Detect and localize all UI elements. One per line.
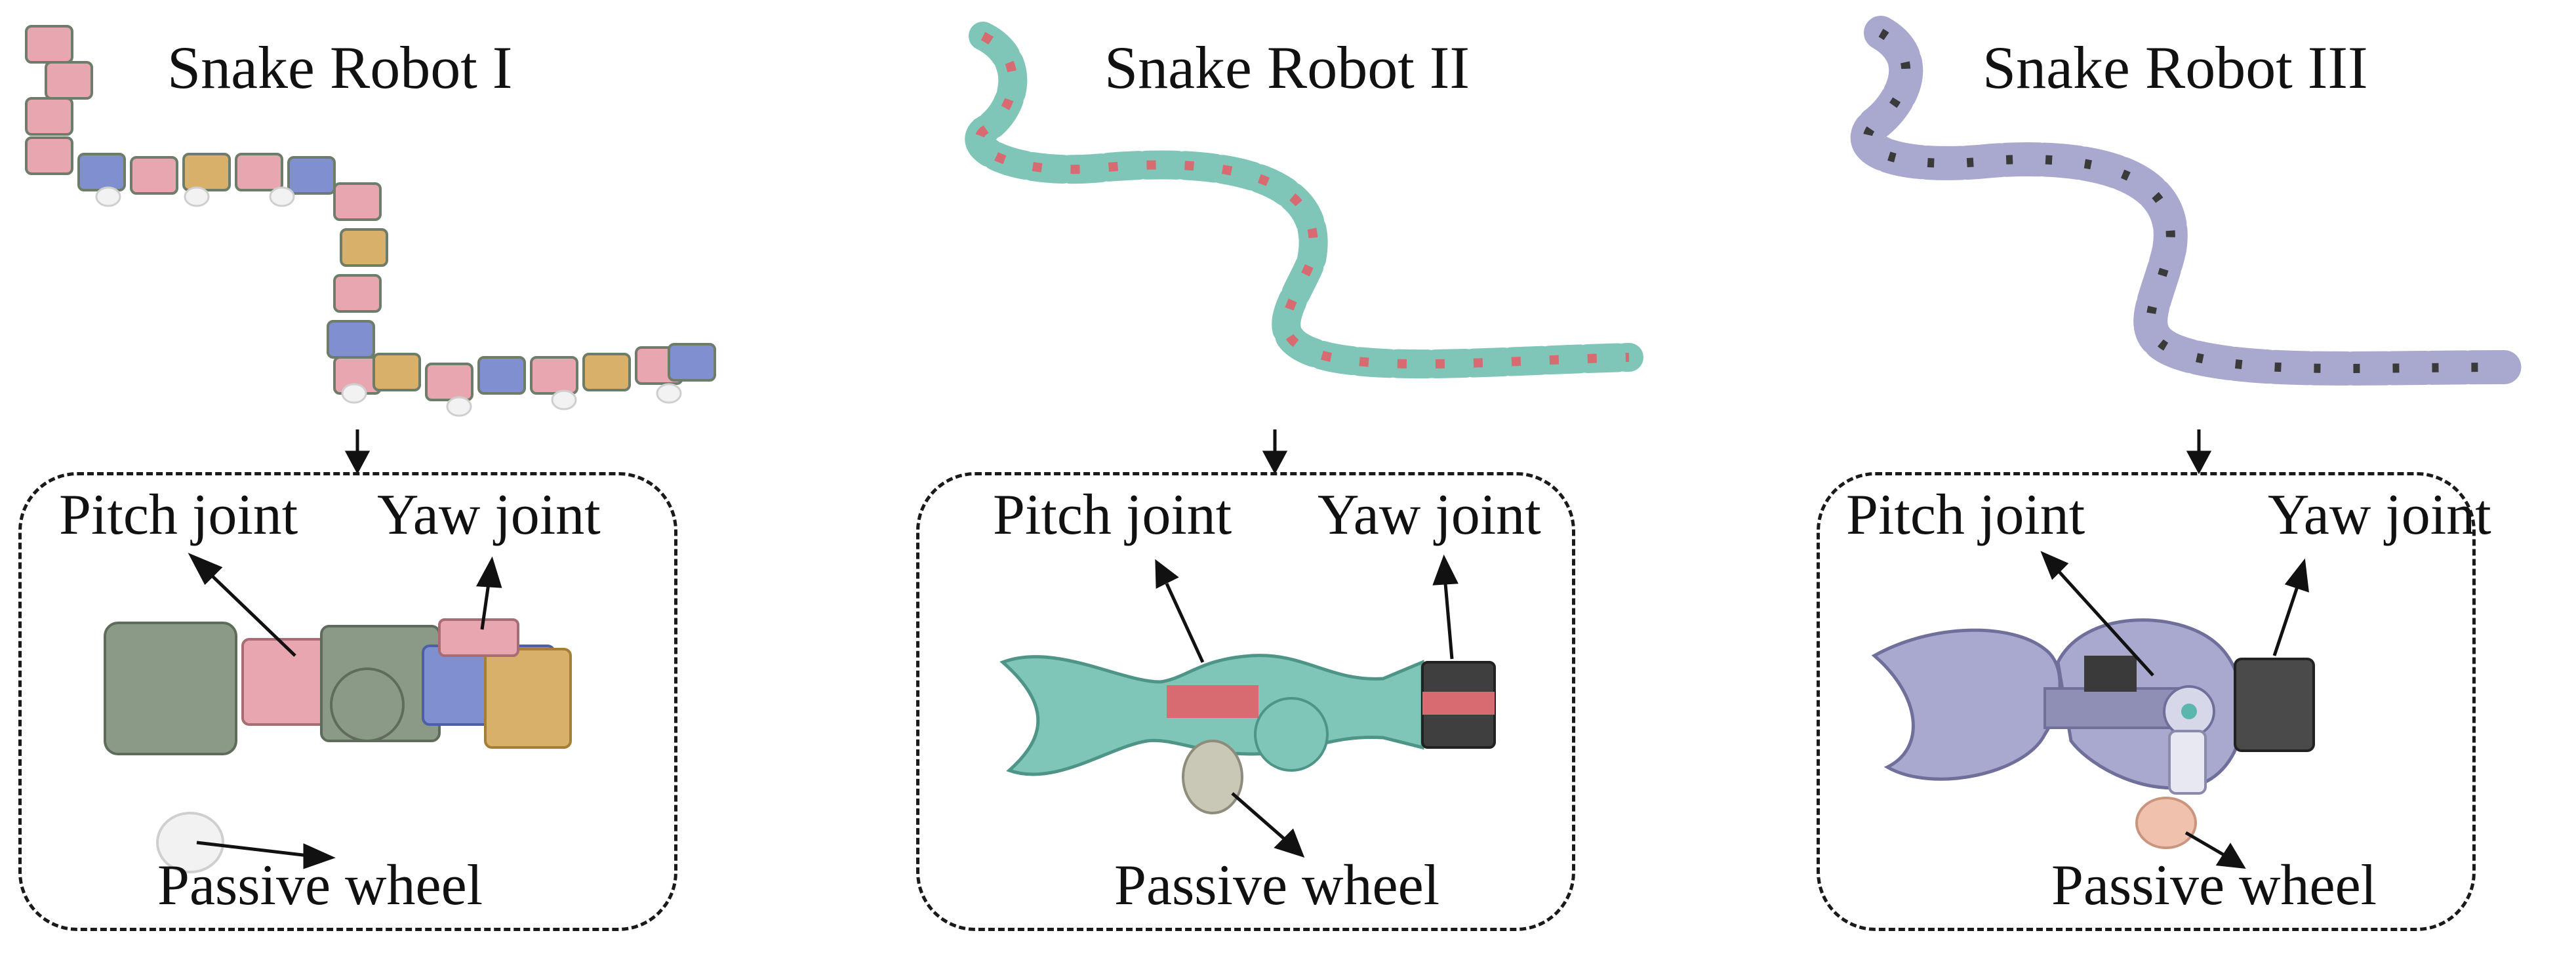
yaw-arrow-1 (475, 556, 502, 630)
yaw-arrow-3 (2272, 558, 2309, 656)
down-arrow-2 (1262, 429, 1288, 475)
panel-title-1: Snake Robot I (167, 34, 513, 101)
pitch-joint-label-2: Pitch joint (993, 483, 1232, 547)
detail-box-2 (916, 472, 1575, 931)
snake-robot-1-illustration (25, 25, 716, 873)
panel-snake-robot-2: Snake Robot II Pitch joint Yaw joint Pas… (858, 0, 1717, 954)
yaw-arrow-2 (1432, 554, 1459, 660)
passive-wheel-label-1: Passive wheel (157, 854, 483, 917)
pitch-arrow-2 (1155, 559, 1205, 664)
snake-body-3 (1851, 16, 2527, 386)
snake-wheels-1 (95, 186, 682, 417)
snake-robot-3-illustration (1851, 16, 2527, 869)
snake-accent-2 (975, 31, 1630, 369)
down-arrow-1 (344, 429, 371, 475)
snake-body-1 (25, 25, 716, 401)
down-arrow-3 (2186, 429, 2212, 475)
wheel-arrow-2 (1231, 792, 1305, 858)
detail-box-3 (1817, 472, 2476, 931)
yaw-joint-label-2: Yaw joint (1318, 483, 1541, 547)
pitch-joint-label-3: Pitch joint (1846, 483, 2085, 547)
panel-snake-robot-1: Snake Robot I Pitch joint Yaw joint Pass… (0, 0, 858, 954)
pitch-joint-label-1: Pitch joint (59, 483, 298, 547)
wheel-arrow-1 (196, 841, 336, 869)
detail-box-1 (18, 472, 677, 931)
robot-module-3 (1871, 618, 2315, 849)
snake-robot-2-illustration (965, 22, 1643, 858)
passive-wheel-label-2: Passive wheel (1114, 854, 1440, 917)
passive-wheel-label-3: Passive wheel (2051, 854, 2377, 917)
panel-title-2: Snake Robot II (1104, 34, 1470, 101)
yaw-joint-label-1: Yaw joint (377, 483, 601, 547)
panel-title-3: Snake Robot III (1982, 34, 2368, 101)
wheel-arrow-3 (2184, 831, 2246, 869)
yaw-joint-label-3: Yaw joint (2268, 483, 2491, 547)
robot-module-1 (104, 618, 572, 873)
pitch-arrow-3 (2040, 551, 2154, 677)
panel-snake-robot-3: Snake Robot III Pitch joint Yaw joint Pa… (1717, 0, 2575, 954)
robot-module-2 (999, 654, 1496, 814)
pitch-arrow-1 (188, 553, 296, 657)
